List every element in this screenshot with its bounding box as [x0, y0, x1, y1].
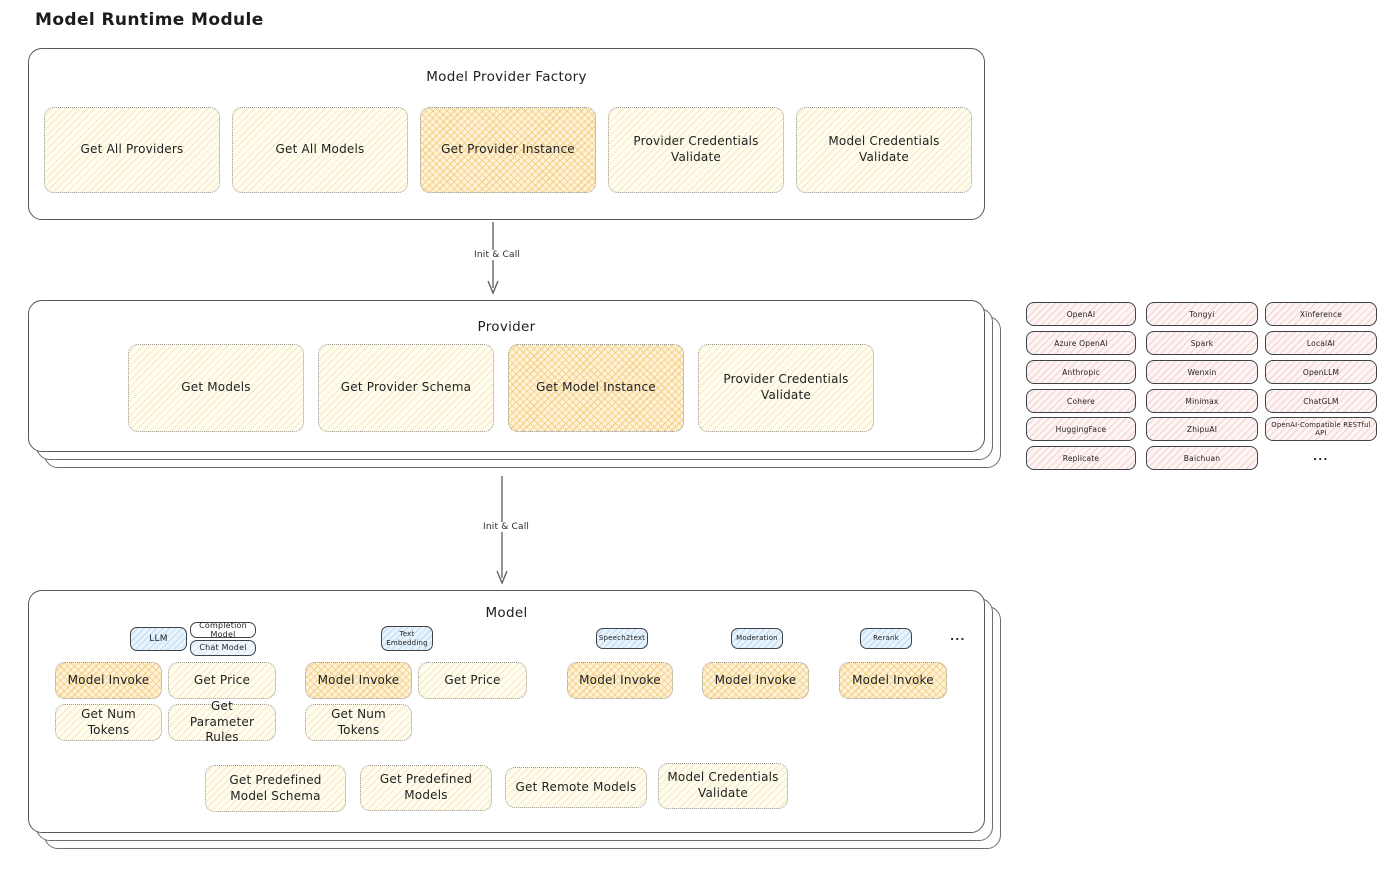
- provider-pill-openai: OpenAI: [1026, 302, 1136, 326]
- provider-pill-anthropic: Anthropic: [1026, 360, 1136, 384]
- provider-pill-xinference: Xinference: [1265, 302, 1377, 326]
- provider-pill-openllm: OpenLLM: [1265, 360, 1377, 384]
- op-te-get-price: Get Price: [418, 662, 527, 699]
- op-te-model-invoke: Model Invoke: [305, 662, 412, 699]
- tag-rerank: Rerank: [860, 628, 912, 649]
- op-get-model-instance: Get Model Instance: [508, 344, 684, 432]
- provider-pill-zhipuai: ZhipuAI: [1146, 417, 1258, 441]
- provider-pill-tongyi: Tongyi: [1146, 302, 1258, 326]
- arrow-down-icon: [487, 222, 499, 295]
- tag-speech2text: Speech2text: [596, 628, 648, 649]
- op-te-get-num-tokens: Get Num Tokens: [305, 704, 412, 741]
- provider-pill-openai-compatible: OpenAI-Compatible RESTful API: [1265, 417, 1377, 441]
- provider-pill-baichuan: Baichuan: [1146, 446, 1258, 470]
- page-title: Model Runtime Module: [35, 10, 264, 30]
- op-provider-credentials-validate-factory: Provider Credentials Validate: [608, 107, 784, 193]
- op-provider-credentials-validate: Provider Credentials Validate: [698, 344, 874, 432]
- op-get-models: Get Models: [128, 344, 304, 432]
- op-s2t-model-invoke: Model Invoke: [567, 662, 673, 699]
- factory-title: Model Provider Factory: [426, 69, 587, 85]
- arrow2-label: Init & Call: [480, 522, 533, 532]
- op-model-credentials-validate: Model Credentials Validate: [658, 763, 788, 809]
- op-rerank-model-invoke: Model Invoke: [839, 662, 947, 699]
- op-model-credentials-validate-factory: Model Credentials Validate: [796, 107, 972, 193]
- tag-chat-model: Chat Model: [190, 640, 256, 656]
- op-get-remote-models: Get Remote Models: [505, 767, 647, 808]
- op-llm-model-invoke: Model Invoke: [55, 662, 162, 699]
- provider-pill-azure-openai: Azure OpenAI: [1026, 331, 1136, 355]
- provider-pill-localai: LocalAI: [1265, 331, 1377, 355]
- provider-pill-chatglm: ChatGLM: [1265, 389, 1377, 413]
- provider-pill-wenxin: Wenxin: [1146, 360, 1258, 384]
- tag-completion-model: Completion Model: [190, 621, 256, 639]
- op-get-predefined-models: Get Predefined Models: [360, 765, 492, 811]
- op-get-provider-instance: Get Provider Instance: [420, 107, 596, 193]
- provider-pill-minimax: Minimax: [1146, 389, 1258, 413]
- provider-pill-spark: Spark: [1146, 331, 1258, 355]
- model-types-more-ellipsis: ...: [950, 630, 966, 643]
- op-get-predefined-model-schema: Get Predefined Model Schema: [205, 765, 346, 812]
- tag-text-embedding: Text Embedding: [381, 626, 433, 651]
- arrow-down-icon: [496, 476, 508, 585]
- op-get-provider-schema: Get Provider Schema: [318, 344, 494, 432]
- provider-pill-huggingface: HuggingFace: [1026, 417, 1136, 441]
- op-llm-get-parameter-rules: Get Parameter Rules: [168, 699, 276, 744]
- op-get-all-models: Get All Models: [232, 107, 408, 193]
- model-title: Model: [485, 605, 528, 621]
- arrow1-label: Init & Call: [471, 250, 524, 260]
- providers-more-ellipsis: ...: [1313, 450, 1329, 463]
- op-get-all-providers: Get All Providers: [44, 107, 220, 193]
- op-moderation-model-invoke: Model Invoke: [702, 662, 809, 699]
- provider-pill-cohere: Cohere: [1026, 389, 1136, 413]
- tag-llm: LLM: [130, 627, 187, 651]
- provider-title: Provider: [477, 319, 536, 335]
- op-llm-get-num-tokens: Get Num Tokens: [55, 704, 162, 741]
- provider-pill-replicate: Replicate: [1026, 446, 1136, 470]
- tag-moderation: Moderation: [731, 628, 783, 649]
- op-llm-get-price: Get Price: [168, 662, 276, 699]
